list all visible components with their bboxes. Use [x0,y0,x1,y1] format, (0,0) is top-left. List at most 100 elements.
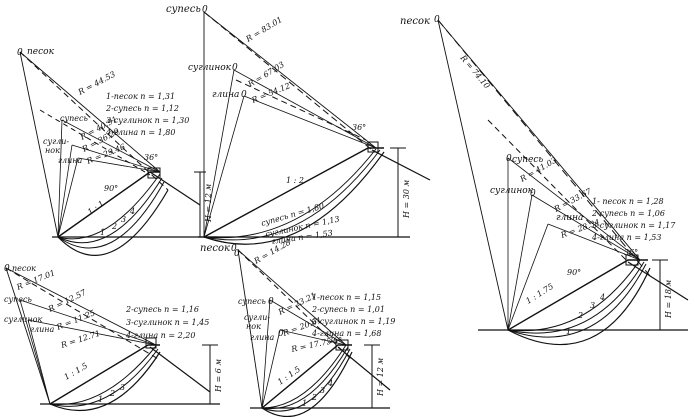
ray [203,69,235,238]
curve-number: 1 [100,228,105,237]
curve-number: 3 [120,383,125,392]
slip-arc-3 [261,346,349,410]
legend-line: 3-суглинок n = 1,17 [592,221,676,230]
ray [261,329,281,409]
ray [507,157,641,261]
soil-label-supes: супесь [60,114,88,123]
slip-arc-3 [49,345,157,406]
slip-arc-2 [507,263,647,338]
legend-line: 4-глина n = 1,80 [105,128,175,137]
curve-number: 4 [599,293,605,302]
soil-label-glina: глина [58,156,83,165]
ray [547,223,641,261]
origin-label: 0 [434,15,440,25]
ray [5,267,51,405]
panel-5-diagram: 0 R = 14.28 супесь 0 сугли- нок глина 0 … [234,238,395,417]
legend-line: 4-глина n = 1,68 [311,329,381,338]
slip-arc-3 [507,261,645,334]
crest-line [371,149,431,181]
radius-label: R = 83.01 [244,15,284,44]
soil-label-pesok: песок [12,264,36,273]
curve-number: 4 [327,379,333,388]
curve-number: 3 [121,215,126,224]
ray [61,119,161,173]
soil-label-pesok: песок [400,16,430,27]
ray [19,299,51,405]
slip-arc-1 [49,351,161,412]
origin-label: 0 [202,5,208,15]
origin-label: 0 [17,48,23,58]
legend-line: 3-суглинок n = 1,45 [126,318,209,327]
slip-arc-1 [57,189,169,256]
angle-label: 36° [624,248,638,257]
slip-arc-3 [203,148,377,239]
soil-label-suglinok-a: сугли- [244,313,270,322]
curve-number: 3 [590,301,595,310]
ray [57,144,73,238]
ray [233,69,377,149]
dashed-line [19,51,169,191]
angle-label: 36° [328,336,342,345]
curve-number: 1 [566,327,571,336]
angle-label: 90° [567,268,581,277]
angle-label: 90° [104,184,118,193]
dashed-line [39,109,151,176]
legend-line: 2-супесь n = 1,06 [591,209,665,218]
crest-line [627,261,689,301]
slip-arc-1 [203,151,385,245]
legend-line: 1- песок n = 1,28 [592,197,664,206]
dashed-line [203,11,373,151]
soil-label-glina: глина [30,325,55,334]
ray [261,299,271,409]
curve-number: 2 [109,389,115,398]
soil-label-suglinok-b: нок [45,146,60,155]
slope-ratio: 1 : 1.5 [63,361,90,382]
curve-number: 3 [320,386,325,395]
ray [19,299,157,346]
ray [507,223,549,331]
dashed-line [237,249,353,361]
ray [203,95,245,238]
angle-label: 36° [352,123,366,132]
soil-label-suglinok: суглинок [188,63,232,73]
curve-number: 2 [311,393,317,402]
ray [237,249,263,409]
ray [203,11,377,149]
ray [507,194,533,331]
height-label: H = 12 м [376,358,385,397]
crest-block [147,167,161,179]
ray [279,329,347,346]
ray [531,194,641,261]
panel-2-diagram: супесь 0 суглинок 0 глина 0 R = 83.01 R … [166,4,431,254]
soil-label-glina: глина [250,333,275,342]
ray [437,19,509,331]
legend-line: 4-глина n = 2,20 [125,331,195,340]
legend-line: 2-супесь n = 1,16 [125,305,199,314]
legend-line: 4-глина n = 1,53 [591,233,661,242]
origin-label: 0 [4,264,10,274]
slip-arc-1 [507,267,651,346]
legend-line: 3-суглинок n = 1,30 [106,116,189,125]
dashed-line [235,79,367,141]
soil-label-suglinok: суглинок [4,315,42,324]
soil-label-pesok: песок [27,47,55,57]
slip-arc-4 [57,173,161,240]
origin-label: 0 [278,329,284,339]
panel-4-diagram: 0 песок супесь суглинок глина R = 17.01 … [4,264,223,412]
angle-label: 36° [144,153,158,162]
ray [57,119,63,238]
soil-label-suglinok: суглинок [490,186,534,196]
origin-label: 0 [506,154,512,164]
ray [19,51,59,238]
ray [5,267,157,346]
dashed-line [487,119,629,263]
height-label: H = 18 м [664,280,673,319]
ray [57,157,79,238]
curve-number: 2 [577,311,583,320]
ray [269,299,347,346]
slope-ratio: 1 : 1.5 [276,365,302,387]
ray [19,51,161,173]
legend-line: 3-суглинок n = 1,19 [312,317,395,326]
slip-arc-3 [57,177,163,244]
